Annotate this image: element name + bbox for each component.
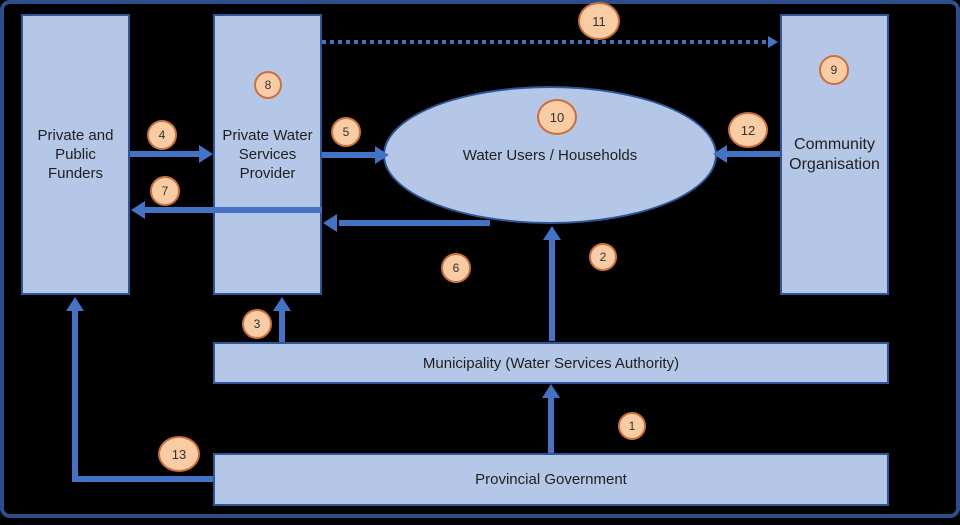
arrowhead-left-icon bbox=[323, 214, 337, 232]
arrow-provincial-to-funders-vertical bbox=[72, 310, 78, 482]
marker-label: 2 bbox=[599, 250, 607, 264]
node-provincial-government: Provincial Government bbox=[213, 453, 889, 506]
marker-label: 12 bbox=[740, 122, 756, 138]
arrow-community-to-users bbox=[727, 151, 780, 157]
marker-13: 13 bbox=[158, 436, 200, 472]
marker-label: 6 bbox=[452, 261, 460, 275]
arrow-municipality-to-provider bbox=[279, 310, 285, 342]
marker-7: 7 bbox=[150, 176, 180, 206]
marker-12: 12 bbox=[728, 112, 768, 148]
node-label: Provincial Government bbox=[475, 471, 627, 488]
marker-3: 3 bbox=[242, 309, 272, 339]
arrowhead-left-icon bbox=[131, 201, 145, 219]
marker-8: 8 bbox=[254, 71, 282, 99]
marker-10: 10 bbox=[537, 99, 577, 135]
arrow-provider-to-funders bbox=[144, 207, 322, 213]
node-private-public-funders: Private and Public Funders bbox=[21, 14, 130, 295]
arrowhead-right-icon bbox=[375, 146, 389, 164]
marker-label: 8 bbox=[264, 78, 272, 92]
marker-5: 5 bbox=[331, 117, 361, 147]
arrow-provincial-to-funders-horizontal bbox=[72, 476, 213, 482]
marker-label: 4 bbox=[158, 128, 166, 142]
node-label: Community Organisation bbox=[789, 135, 880, 173]
arrow-provider-to-users bbox=[322, 152, 376, 158]
node-label: Private Water Services Provider bbox=[222, 127, 313, 182]
marker-label: 1 bbox=[628, 419, 636, 433]
node-label: Municipality (Water Services Authority) bbox=[422, 354, 680, 372]
marker-1: 1 bbox=[618, 412, 646, 440]
marker-label: 7 bbox=[161, 184, 169, 198]
node-municipality-water-services-authority: Municipality (Water Services Authority) bbox=[213, 342, 889, 384]
node-label: Private and Public Funders bbox=[37, 127, 114, 182]
arrow-funders-to-provider bbox=[130, 151, 201, 157]
arrowhead-right-icon bbox=[199, 145, 213, 163]
marker-label: 13 bbox=[171, 446, 187, 462]
marker-9: 9 bbox=[819, 55, 849, 85]
arrowhead-up-icon bbox=[543, 226, 561, 240]
marker-label: 9 bbox=[830, 63, 838, 77]
arrowhead-right-icon bbox=[768, 36, 778, 48]
marker-label: 5 bbox=[342, 125, 350, 139]
arrow-municipality-to-users bbox=[549, 239, 555, 341]
arrow-provider-to-community-dotted bbox=[322, 40, 768, 44]
marker-label: 11 bbox=[592, 13, 606, 29]
marker-11: 11 bbox=[578, 2, 620, 40]
arrow-provincial-to-municipality bbox=[548, 397, 554, 453]
node-private-water-services-provider: Private Water Services Provider bbox=[213, 14, 322, 295]
arrowhead-left-icon bbox=[713, 145, 727, 163]
node-label: Water Users / Households bbox=[462, 146, 638, 164]
marker-6: 6 bbox=[441, 253, 471, 283]
arrow-users-to-provider bbox=[339, 220, 490, 226]
marker-2: 2 bbox=[589, 243, 617, 271]
arrowhead-up-icon bbox=[66, 297, 84, 311]
marker-label: 3 bbox=[253, 317, 261, 331]
arrowhead-up-icon bbox=[542, 384, 560, 398]
marker-label: 10 bbox=[549, 109, 565, 125]
arrowhead-up-icon bbox=[273, 297, 291, 311]
marker-4: 4 bbox=[147, 120, 177, 150]
